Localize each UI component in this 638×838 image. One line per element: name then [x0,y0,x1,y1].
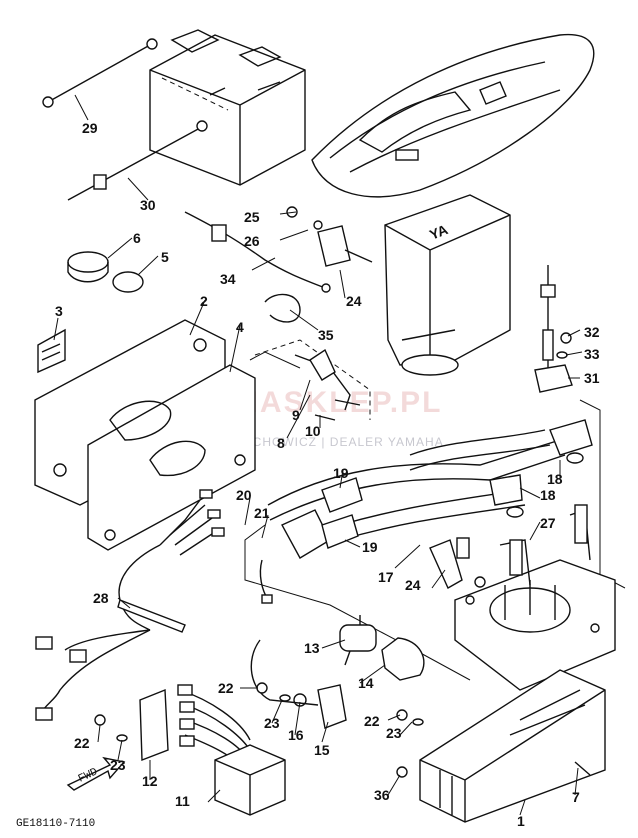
part-label-33: 33 [584,346,600,362]
part-label-34: 34 [220,271,236,287]
engine-base [454,504,616,691]
part-label-18-lower: 18 [540,487,556,503]
hull-top [311,33,595,198]
part-label-7: 7 [572,789,580,805]
part-label-22-left: 22 [74,735,90,751]
part-label-31: 31 [584,370,600,386]
part-label-20: 20 [236,487,252,503]
watermark-dealer: WOJCIECHOWICZ | DEALER YAMAHA [200,435,444,449]
part-label-8: 8 [277,435,285,451]
part-label-13: 13 [304,640,320,656]
part-label-32: 32 [584,324,600,340]
filler-cap [67,251,144,293]
part-label-1: 1 [517,813,525,829]
part-label-24: 24 [346,293,362,309]
part-label-36: 36 [374,787,390,803]
part-label-30: 30 [140,197,156,213]
part-label-5: 5 [161,249,169,265]
part-label-2: 2 [200,293,208,309]
part-label-23-mid: 23 [264,715,280,731]
part-label-3: 3 [55,303,63,319]
battery [149,29,306,186]
lower-left-parts [94,682,424,816]
spark-plug-assembly [534,265,573,393]
leader-lines [53,94,583,816]
part-label-4: 4 [236,319,244,335]
part-label-24-mid: 24 [405,577,421,593]
part-label-26: 26 [244,233,260,249]
wires-upper [184,206,373,323]
part-label-19-upper: 19 [333,465,349,481]
part-label-23-right: 23 [386,725,402,741]
part-label-23-left: 23 [110,757,126,773]
part-label-11: 11 [175,793,190,809]
part-label-10: 10 [305,423,321,439]
part-label-22-mid: 22 [218,680,234,696]
part-labels: 29 30 6 5 25 26 34 24 35 3 2 4 32 33 31 … [55,120,600,829]
part-label-15: 15 [314,742,330,758]
part-label-21: 21 [254,505,270,521]
diagram-code: GE18110-7110 [16,818,95,830]
cover-plates [34,319,256,551]
part-label-25: 25 [244,209,260,225]
part-label-18-upper: 18 [547,471,563,487]
part-label-14: 14 [358,675,374,691]
part-label-16: 16 [288,727,304,743]
part-label-12: 12 [142,773,158,789]
electrical-box [396,669,606,823]
part-label-28: 28 [93,590,109,606]
part-label-27: 27 [540,515,556,531]
wire-harness [35,489,225,721]
exhaust-tower: YA [384,194,511,376]
battery-leads [42,38,208,201]
part-label-6: 6 [133,230,141,246]
part-label-29: 29 [82,120,98,136]
part-label-17: 17 [378,569,394,585]
part-label-9: 9 [292,407,300,423]
ya-logo-text: YA [427,221,450,243]
electrical-parts [250,615,425,729]
part-label-35: 35 [318,327,334,343]
part-label-22-right: 22 [364,713,380,729]
part-label-19-lower: 19 [362,539,378,555]
hose-assembly [254,339,593,604]
